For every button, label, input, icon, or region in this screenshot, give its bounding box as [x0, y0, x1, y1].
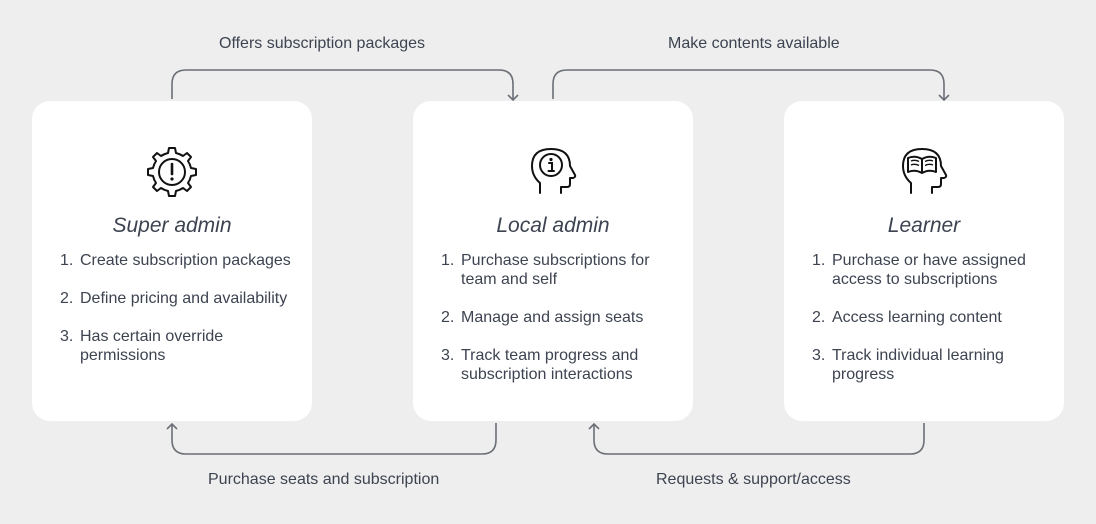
- arrow-offers: [171, 69, 519, 102]
- flow-label-offers: Offers subscription packages: [219, 35, 426, 52]
- list-item: 3.Track individual learning progress: [812, 347, 1004, 383]
- card-local-admin: Local admin 1.Purchase subscriptions for…: [413, 101, 693, 421]
- responsibility-list: 1.Purchase or have assigned access to su…: [812, 251, 1046, 403]
- responsibility-list: 1.Create subscription packages 2.Define …: [60, 251, 294, 384]
- list-item: 3.Has certain override permissions: [60, 328, 224, 364]
- list-item: 2.Manage and assign seats: [441, 309, 644, 326]
- card-title: Local admin: [496, 214, 610, 237]
- head-book-icon: [902, 148, 948, 194]
- card-super-admin: Super admin 1.Create subscription packag…: [32, 101, 312, 421]
- arrow-purchase: [166, 422, 497, 455]
- card-title: Learner: [887, 214, 961, 237]
- list-item: 1.Create subscription packages: [60, 252, 291, 269]
- head-info-icon: [531, 148, 577, 194]
- arrow-make-available: [552, 69, 950, 102]
- arrow-requests: [588, 422, 925, 455]
- responsibility-list: 1.Purchase subscriptions for team and se…: [441, 251, 675, 403]
- card-title: Super admin: [112, 214, 232, 237]
- list-item: 2.Access learning content: [812, 309, 1002, 326]
- flow-label-purchase: Purchase seats and subscription: [208, 471, 440, 488]
- card-learner: Learner 1.Purchase or have assigned acce…: [784, 101, 1064, 421]
- list-item: 1.Purchase or have assigned access to su…: [812, 252, 1026, 288]
- flow-label-make-available: Make contents available: [668, 35, 840, 52]
- gear-alert-icon: [147, 147, 197, 197]
- list-item: 3.Track team progress and subscription i…: [441, 347, 639, 383]
- list-item: 2.Define pricing and availability: [60, 290, 288, 307]
- flow-label-requests: Requests & support/access: [656, 471, 851, 488]
- list-item: 1.Purchase subscriptions for team and se…: [441, 252, 650, 288]
